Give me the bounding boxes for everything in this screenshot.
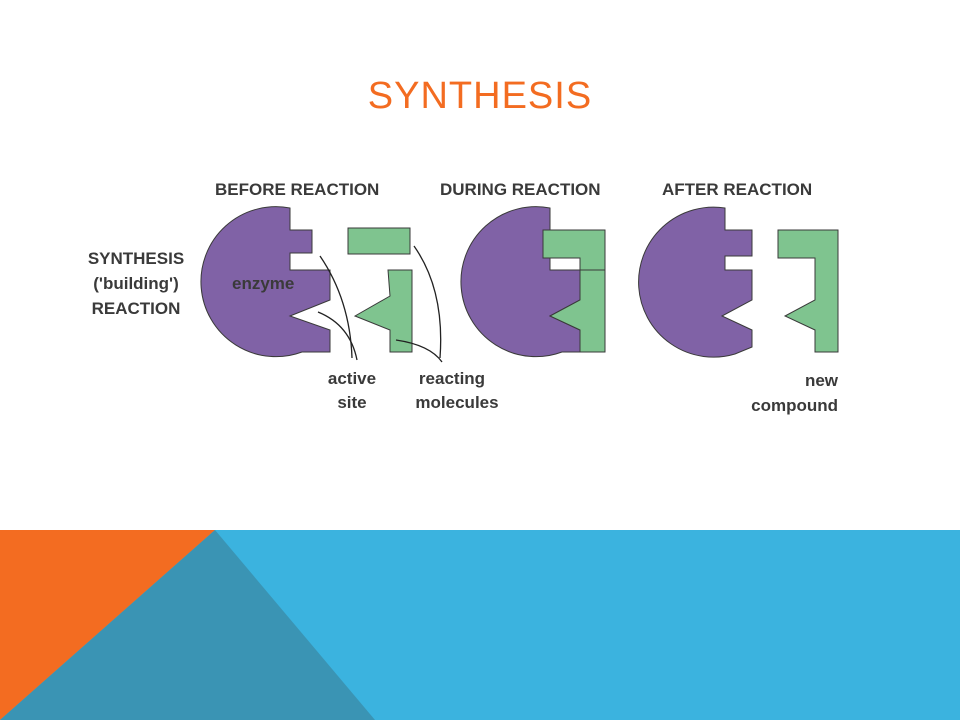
pointer-molecules-1 — [413, 245, 442, 359]
stage-heading-after: AFTER REACTION — [662, 180, 812, 199]
enzyme-synthesis-diagram: SYNTHESIS ('building') REACTION BEFORE R… — [88, 180, 839, 415]
stage-heading-during: DURING REACTION — [440, 180, 601, 199]
label-pointer-lines — [317, 245, 443, 363]
enzyme-during — [460, 206, 581, 358]
new-compound-label-line-1: new — [805, 371, 839, 390]
enzyme-after — [638, 206, 753, 358]
row-label: SYNTHESIS ('building') REACTION — [88, 249, 184, 318]
reacting-molecule-top — [347, 227, 411, 255]
reacting-molecule-bottom — [353, 269, 413, 353]
enzyme-before — [200, 206, 331, 358]
stage-heading-before: BEFORE REACTION — [215, 180, 379, 199]
new-compound — [777, 229, 839, 353]
molecule-during-bottom — [548, 269, 606, 353]
footer-banner — [0, 530, 960, 720]
pointer-active-site-1 — [319, 255, 353, 359]
pointer-molecules-2 — [395, 339, 443, 363]
row-label-line-1: SYNTHESIS — [88, 249, 184, 268]
enzyme-label: enzyme — [232, 274, 294, 293]
row-label-line-2: ('building') — [93, 274, 179, 293]
molecule-during-top — [542, 229, 606, 271]
banner-teal-triangle — [0, 530, 375, 720]
row-label-line-3: REACTION — [92, 299, 181, 318]
pointer-active-site-2 — [317, 311, 358, 361]
reacting-molecules-label-line-2: molecules — [415, 393, 498, 412]
reacting-molecules-label-line-1: reacting — [419, 369, 485, 388]
slide-title: SYNTHESIS — [367, 75, 593, 118]
active-site-label-line-1: active — [328, 369, 376, 388]
new-compound-label-line-2: compound — [751, 396, 838, 415]
active-site-label-line-2: site — [337, 393, 366, 412]
